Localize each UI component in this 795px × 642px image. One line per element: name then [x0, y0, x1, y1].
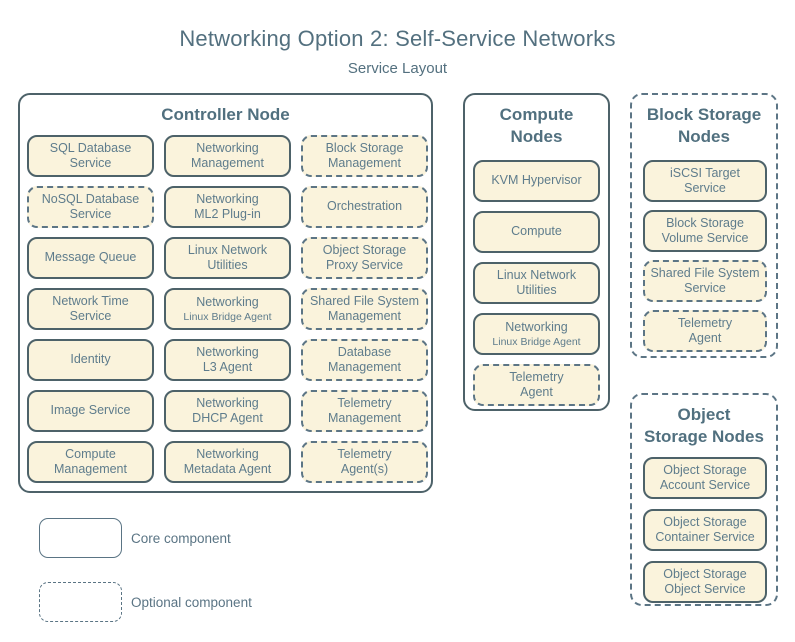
- service-networking-ml2-plug-in: Networking ML2 Plug-in: [164, 186, 291, 228]
- service-linux-network-utilities: Linux Network Utilities: [164, 237, 291, 279]
- service-telemetry-agent: Telemetry Agent: [473, 364, 600, 406]
- service-identity: Identity: [27, 339, 154, 381]
- core-component-swatch: [39, 518, 122, 558]
- service-object-storage-object-service: Object Storage Object Service: [643, 561, 767, 603]
- service-network-time-service: Network Time Service: [27, 288, 154, 330]
- service-compute: Compute: [473, 211, 600, 253]
- service-image-service: Image Service: [27, 390, 154, 432]
- service-networking-metadata-agent: Networking Metadata Agent: [164, 441, 291, 483]
- service-nosql-database-service: NoSQL Database Service: [27, 186, 154, 228]
- service-orchestration: Orchestration: [301, 186, 428, 228]
- service-object-storage-account-service: Object Storage Account Service: [643, 457, 767, 499]
- service-telemetry-management: Telemetry Management: [301, 390, 428, 432]
- service-message-queue: Message Queue: [27, 237, 154, 279]
- core-component-label: Core component: [131, 531, 231, 546]
- service-sql-database-service: SQL Database Service: [27, 135, 154, 177]
- service-shared-file-system-service: Shared File System Service: [643, 260, 767, 302]
- service-shared-file-system-management: Shared File System Management: [301, 288, 428, 330]
- service-compute-management: Compute Management: [27, 441, 154, 483]
- page-subtitle: Service Layout: [347, 60, 448, 77]
- node-title: Controller Node: [161, 105, 290, 124]
- service-object-storage-proxy-service: Object Storage Proxy Service: [301, 237, 428, 279]
- page-title: Networking Option 2: Self-Service Networ…: [179, 26, 616, 51]
- service-iscsi-target-service: iSCSI Target Service: [643, 160, 767, 202]
- service-block-storage-volume-service: Block Storage Volume Service: [643, 210, 767, 252]
- service-networking-dhcp-agent: Networking DHCP Agent: [164, 390, 291, 432]
- service-networking-l3-agent: Networking L3 Agent: [164, 339, 291, 381]
- service-networking-management: Networking Management: [164, 135, 291, 177]
- service-object-storage-container-service: Object Storage Container Service: [643, 509, 767, 551]
- service-block-storage-management: Block Storage Management: [301, 135, 428, 177]
- optional-component-label: Optional component: [131, 595, 252, 610]
- optional-component-swatch: [39, 582, 122, 622]
- service-database-management: Database Management: [301, 339, 428, 381]
- service-kvm-hypervisor: KVM Hypervisor: [473, 160, 600, 202]
- service-linux-network-utilities: Linux Network Utilities: [473, 262, 600, 304]
- service-telemetry-agent: Telemetry Agent: [643, 310, 767, 352]
- service-telemetry-agent-s: Telemetry Agent(s): [301, 441, 428, 483]
